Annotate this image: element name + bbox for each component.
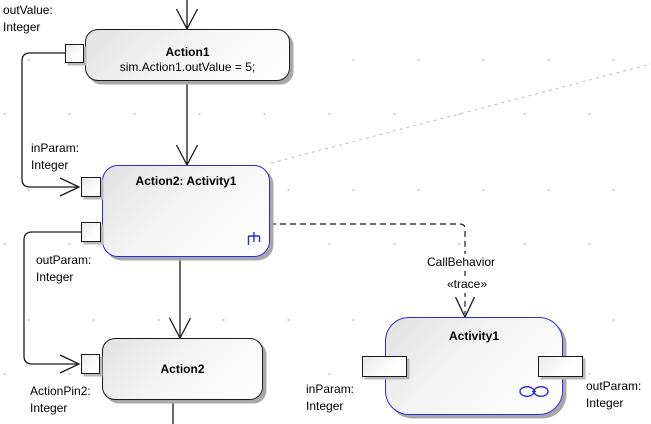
- activity1-outparam-label[interactable]: outParam: Integer: [586, 378, 641, 412]
- action2-activity1-title: Action2: Activity1: [135, 174, 237, 188]
- control-flow-action2activity1-to-action2[interactable]: [168, 257, 192, 340]
- object-flow-outvalue-to-inparam[interactable]: [21, 52, 81, 197]
- outvalue-pin-label[interactable]: outValue: Integer: [3, 2, 53, 36]
- outparam-pin-type: Integer: [36, 270, 74, 284]
- action2activity1-output-pin[interactable]: [81, 222, 101, 242]
- action1-title: Action1: [165, 45, 210, 59]
- activity1-inparam-name: inParam:: [306, 382, 355, 396]
- linked-circles-icon: [518, 385, 550, 403]
- activity1-title: Activity1: [448, 329, 500, 343]
- inparam-pin-name: inParam:: [31, 141, 80, 155]
- call-behavior-rake-icon: [246, 231, 262, 252]
- activity1-input-parameter-node[interactable]: [362, 356, 407, 377]
- outparam-pin-label[interactable]: outParam: Integer: [36, 252, 91, 286]
- action1-output-pin[interactable]: [65, 44, 84, 63]
- action1-effect-text: sim.Action1.outValue = 5;: [119, 60, 256, 74]
- control-flow-into-action1[interactable]: [175, 0, 199, 31]
- activity1-inparam-label[interactable]: inParam: Integer: [306, 381, 354, 415]
- action2-node[interactable]: Action2: [102, 338, 263, 400]
- actionpin2-name: ActionPin2:: [30, 384, 91, 398]
- action1-node[interactable]: Action1 sim.Action1.outValue = 5;: [85, 29, 290, 81]
- actionpin2-type: Integer: [30, 401, 68, 415]
- activity1-node[interactable]: Activity1: [385, 317, 563, 415]
- action2-title: Action2: [160, 362, 205, 376]
- callbehavior-connector-label[interactable]: CallBehavior: [426, 254, 497, 271]
- action2-input-pin[interactable]: [81, 354, 100, 374]
- activity1-inparam-type: Integer: [306, 399, 344, 413]
- inparam-pin-type: Integer: [31, 158, 69, 172]
- control-flow-action1-to-action2activity1[interactable]: [175, 81, 199, 167]
- faint-trace-connector[interactable]: [270, 63, 651, 164]
- action2-activity1-node[interactable]: Action2: Activity1: [102, 165, 270, 257]
- activity1-outparam-type: Integer: [586, 396, 624, 410]
- activity1-outparam-name: outParam:: [586, 379, 642, 393]
- trace-stereotype-label[interactable]: «trace»: [446, 276, 489, 293]
- actionpin2-label[interactable]: ActionPin2: Integer: [30, 383, 91, 417]
- outparam-pin-name: outParam:: [36, 253, 92, 267]
- inparam-pin-label[interactable]: inParam: Integer: [31, 140, 79, 174]
- activity1-output-parameter-node[interactable]: [538, 356, 583, 377]
- outvalue-pin-name: outValue:: [3, 3, 53, 17]
- outvalue-pin-type: Integer: [3, 20, 41, 34]
- object-flow-outparam-to-actionpin2[interactable]: [23, 231, 81, 374]
- action2activity1-input-pin[interactable]: [81, 177, 101, 197]
